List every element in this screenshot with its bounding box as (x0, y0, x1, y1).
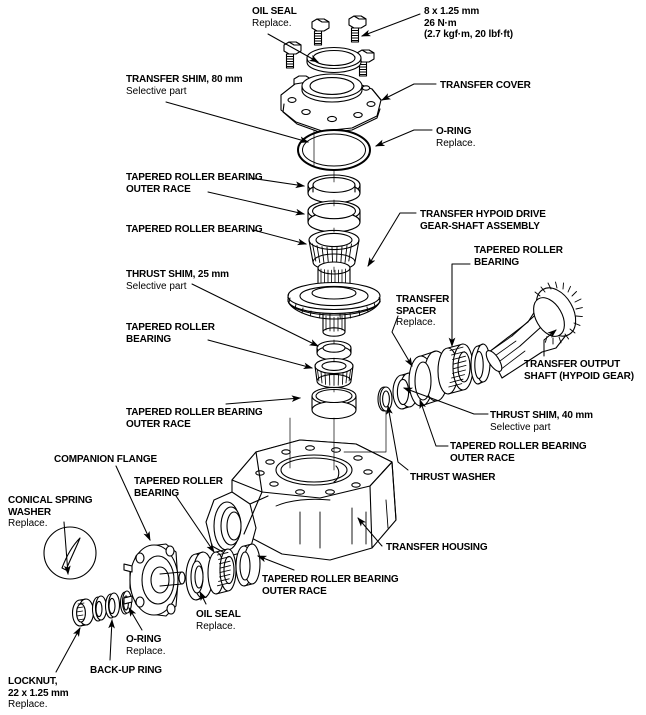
centerlines (289, 129, 387, 471)
label-trb-3: TAPERED ROLLER BEARING (134, 476, 223, 499)
flange-part (123, 543, 186, 617)
oil-seal-ring-top (306, 46, 362, 74)
outer-race-b (307, 200, 361, 233)
thrust-washer-part (377, 386, 393, 412)
label-back-up-ring: BACK-UP RING (90, 665, 162, 676)
roller-bearing-flange (207, 548, 237, 595)
roller-bearing-b (314, 357, 354, 389)
oil-seal-bottom-part (185, 551, 214, 601)
hypoid-gear (287, 261, 381, 337)
label-trb-right: TAPERED ROLLER BEARING (474, 245, 563, 268)
outer-race-flange (235, 543, 261, 587)
outer-race-a (307, 174, 361, 204)
outer-race-c (311, 386, 357, 420)
output-shaft-assembly (377, 281, 583, 412)
lower-bearing-stack (311, 340, 357, 420)
small-ring-stack (91, 590, 133, 622)
label-transfer-housing: TRANSFER HOUSING (386, 542, 488, 553)
label-transfer-cover: TRANSFER COVER (440, 80, 531, 91)
label-trb-outer-race-3: TAPERED ROLLER BEARING OUTER RACE (450, 441, 587, 464)
roller-bearing-right (437, 343, 474, 395)
conical-spring-washer (43, 526, 97, 580)
label-trb-outer-race-1: TAPERED ROLLER BEARING OUTER RACE (126, 172, 263, 195)
o-ring-cover-part (297, 129, 371, 171)
upper-bearing-stack (307, 174, 361, 271)
leader-lines (55, 13, 557, 673)
label-trb-1: TAPERED ROLLER BEARING (126, 224, 263, 235)
output-shaft-part (485, 281, 583, 379)
transfer-cover-assy (280, 15, 382, 171)
label-trb-2: TAPERED ROLLER BEARING (126, 322, 215, 345)
flange-assembly (43, 526, 261, 627)
housing-part (205, 439, 397, 561)
label-thrust-washer: THRUST WASHER (410, 472, 496, 483)
label-output-shaft: TRANSFER OUTPUT SHAFT (HYPOID GEAR) (524, 359, 634, 382)
locknut-part (71, 598, 95, 627)
label-trb-outer-race-2: TAPERED ROLLER BEARING OUTER RACE (126, 407, 263, 430)
label-hypoid-drive: TRANSFER HYPOID DRIVE GEAR-SHAFT ASSEMBL… (420, 209, 546, 232)
label-companion-flange: COMPANION FLANGE (54, 454, 157, 465)
label-trb-outer-race-4: TAPERED ROLLER BEARING OUTER RACE (262, 574, 399, 597)
thrust-shim-40-part (470, 343, 491, 385)
transfer-cover-body (280, 73, 382, 134)
